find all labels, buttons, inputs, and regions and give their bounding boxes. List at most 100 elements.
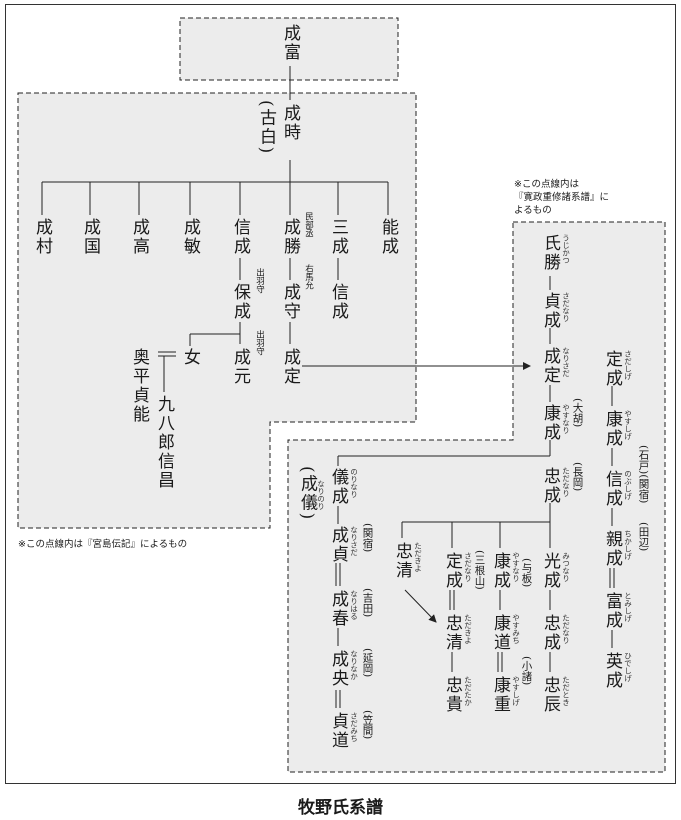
tree-lines [41, 66, 615, 708]
ruby-tadatoki: ただとき [561, 676, 571, 706]
right-dotted-box [287, 221, 666, 773]
person-narisada-sekiyado: 成貞 [328, 526, 348, 564]
person-narinori-alt: (成儀) [297, 466, 317, 522]
person-narinaka: 成央 [328, 650, 348, 688]
diagram-frame [5, 4, 676, 784]
person-tadakiyo-b: 忠清 [442, 614, 462, 652]
person-naruharu: 成春 [328, 590, 348, 628]
person-sadanari: 貞成 [540, 292, 560, 330]
person-tadatoki: 忠辰 [540, 676, 560, 714]
person-yasunari-yoita: 康成 [490, 552, 510, 590]
ruby-yasushige-ishido: やすしげ [623, 410, 633, 440]
ruby-hideshige: ひでしげ [623, 652, 633, 682]
person-shigetoki-alt-name: (古白) [256, 100, 276, 156]
person-kuhachiro-nobumasa: 九八郎信昌 [154, 395, 174, 490]
person-narimoto: 成元 [230, 348, 250, 386]
title-minbunojo: 民部丞 [303, 212, 314, 238]
person-tadanari: 忠成 [540, 467, 560, 505]
ruby-tadakiyo-b: ただきよ [463, 614, 473, 644]
ruby-naruharu: なりはる [349, 590, 359, 620]
person-onna: 女 [180, 348, 200, 367]
person-narisada-right: 成定 [540, 347, 560, 385]
person-yasushige: 保成 [230, 283, 250, 321]
person-tadakiyo-a: 忠清 [392, 542, 412, 580]
person-ujikatsu: 氏勝 [540, 234, 560, 272]
note-kansei-line-1: ※この点線内は [514, 179, 579, 190]
ruby-tomishige: とみしげ [623, 592, 633, 622]
ruby-yasushige-komoro: やすしげ [511, 676, 521, 706]
person-child-3: 成高 [129, 218, 149, 256]
person-okudaira-sadayoshi: 奥平貞能 [129, 348, 149, 424]
place-tanabe: (田辺) [637, 522, 650, 552]
person-child-7: 三成 [328, 218, 348, 256]
person-narisada: 成定 [280, 348, 300, 386]
ruby-narinaka: なりなか [349, 650, 359, 680]
person-mitsunari: 光成 [540, 552, 560, 590]
person-child-8: 能成 [378, 218, 398, 256]
ruby-yasunari: やすなり [561, 404, 571, 434]
place-yoita: (与板) [520, 558, 533, 588]
person-child-4: 成敏 [180, 218, 200, 256]
person-shigetomi: 成富 [280, 24, 300, 62]
person-norinari: 儀成 [328, 468, 348, 506]
place-kasama: (笠間) [361, 710, 374, 740]
person-sadanari-mineyama: 定成 [442, 552, 462, 590]
ruby-sadashige: さだしげ [623, 350, 633, 380]
place-sekiyado: (関宿) [361, 523, 374, 553]
person-tadanari-2: 忠成 [540, 614, 560, 652]
person-child-6: 成勝 [280, 218, 300, 256]
ruby-chikashige: ちかしげ [623, 530, 633, 560]
person-tomishige: 富成 [602, 592, 622, 630]
person-chikashige: 親成 [602, 530, 622, 568]
place-nagaoka: (長岡) [571, 462, 584, 492]
person-shigetoki: 成時 [280, 104, 300, 142]
ruby-nobushige-ishido: のぶしげ [623, 470, 633, 500]
ruby-norinari: のりなり [349, 468, 359, 498]
ruby-tadanari: ただなり [561, 467, 571, 497]
person-shigemori: 成守 [280, 283, 300, 321]
title-umanojo: 右馬允 [303, 264, 314, 290]
person-child-2: 成国 [80, 218, 100, 256]
person-yasushige-komoro: 康重 [490, 676, 510, 714]
ruby-sadanari: さだなり [561, 292, 571, 322]
ruby-tadataka: ただたか [463, 676, 473, 706]
note-miyajima-denki: ※この点線内は『宮島伝記』によるもの [18, 539, 188, 550]
ruby-sadamichi: さだみち [349, 712, 359, 742]
person-yasushige-ishido: 康成 [602, 410, 622, 448]
person-child-1: 成村 [32, 218, 52, 256]
ruby-narisada-right: なりさだ [561, 347, 571, 377]
person-yasunari: 康成 [540, 404, 560, 442]
person-nobushige-ishido: 信成 [602, 470, 622, 508]
ruby-sadanari-mineyama: さだなり [463, 552, 473, 582]
ruby-yasumichi: やすみち [511, 614, 521, 644]
title-dewanokami-1: 出羽守 [254, 268, 265, 294]
person-tadataka: 忠貴 [442, 676, 462, 714]
ruby-mitsunari: みつなり [561, 552, 571, 582]
ruby-narinori-alt: なりのり [316, 480, 326, 510]
place-yoshida: (吉田) [361, 588, 374, 618]
top-dotted-box [179, 17, 399, 81]
diagram-caption: 牧野氏系譜 [298, 798, 383, 818]
person-child-5: 信成 [230, 218, 250, 256]
left-dotted-box [17, 92, 417, 529]
person-nobushige-son: 信成 [328, 283, 348, 321]
place-nobeoka: (延岡) [361, 648, 374, 678]
place-ishido-sekiyado: (石戸)(関宿) [637, 445, 650, 504]
person-sadashige: 定成 [602, 350, 622, 388]
person-yasumichi: 康道 [490, 614, 510, 652]
ruby-yasunari-yoita: やすなり [511, 552, 521, 582]
place-mineyama: (三根山) [473, 550, 486, 590]
title-dewanokami-2: 出羽守 [254, 330, 265, 356]
note-kansei-line-3: よるもの [514, 205, 552, 216]
ruby-narisada-sekiyado: なりさだ [349, 526, 359, 556]
person-sadamichi: 貞道 [328, 712, 348, 750]
ruby-tadanari-2: ただなり [561, 614, 571, 644]
place-ogo: (大胡) [571, 398, 584, 428]
person-hideshige: 英成 [602, 652, 622, 690]
ruby-tadakiyo-a: ただきよ [413, 542, 423, 572]
dotted-boxes [17, 17, 666, 773]
note-kansei-line-2: 『寛政重修諸系譜』に [514, 192, 610, 203]
place-komoro: (小諸) [520, 656, 533, 686]
ruby-ujikatsu: うじかつ [561, 234, 571, 264]
